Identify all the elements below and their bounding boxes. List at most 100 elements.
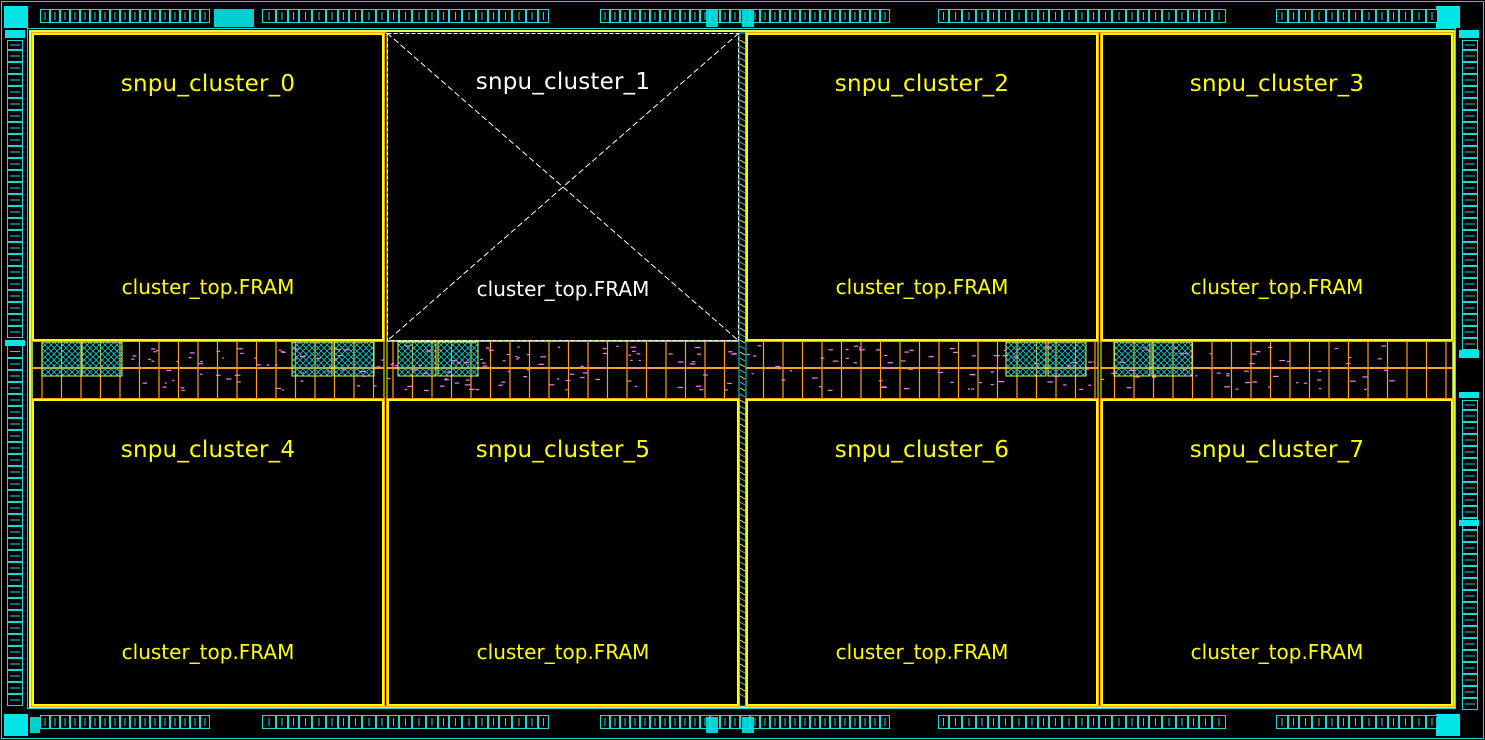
std-cell — [1245, 382, 1251, 384]
std-cell — [148, 358, 151, 360]
channel-wire — [739, 645, 746, 650]
channel-wire — [739, 81, 746, 86]
routing-channel — [738, 32, 747, 707]
hatched-macro — [397, 341, 437, 377]
std-cell — [1286, 360, 1291, 363]
channel-wire — [739, 267, 746, 272]
channel-wire — [739, 279, 746, 284]
std-cell — [602, 367, 608, 369]
std-cell — [731, 353, 737, 355]
std-cell — [326, 370, 329, 372]
std-cell — [387, 377, 391, 380]
std-cell — [464, 384, 471, 386]
std-cell — [1185, 375, 1190, 377]
std-cell — [404, 345, 410, 347]
std-cell — [695, 385, 702, 387]
cluster-name: snpu_cluster_1 — [475, 69, 651, 95]
std-cell — [1174, 347, 1178, 349]
power-pad — [742, 9, 754, 27]
channel-wire — [739, 579, 746, 584]
std-cell — [875, 349, 882, 351]
std-cell — [482, 365, 488, 367]
channel-wire — [739, 651, 746, 656]
channel-wire — [739, 555, 746, 560]
hatched-macro — [1047, 341, 1087, 377]
std-cell — [602, 352, 608, 355]
std-cell — [407, 385, 414, 387]
std-cell — [677, 361, 684, 363]
cluster-reference: cluster_top.FRAM — [1190, 640, 1364, 664]
hatched-macro — [291, 341, 333, 377]
channel-wire — [739, 669, 746, 674]
std-cell — [781, 379, 786, 381]
std-cell — [949, 347, 955, 350]
std-cell — [423, 372, 429, 374]
power-pad — [1459, 350, 1479, 358]
power-pad — [30, 717, 40, 733]
std-cell — [506, 353, 510, 356]
cluster-block-0[interactable]: snpu_cluster_0 cluster_top.FRAM — [32, 33, 384, 341]
cluster-block-5[interactable]: snpu_cluster_5 cluster_top.FRAM — [387, 399, 739, 706]
std-cell — [498, 384, 504, 386]
std-cell — [633, 367, 640, 369]
power-pad — [706, 717, 718, 733]
corner-pad — [4, 6, 28, 28]
std-cell — [1334, 347, 1339, 350]
channel-wire — [739, 171, 746, 176]
power-pad — [1459, 392, 1479, 398]
std-cell — [341, 369, 347, 371]
channel-wire — [739, 51, 746, 56]
channel-wire — [739, 339, 746, 344]
std-cell — [887, 362, 893, 364]
channel-wire — [739, 333, 746, 338]
std-cell — [1268, 346, 1273, 348]
channel-wire — [739, 123, 746, 128]
std-cell — [1135, 376, 1140, 378]
cluster-block-1[interactable]: snpu_cluster_1 cluster_top.FRAM — [387, 33, 739, 341]
hatched-macro — [41, 341, 83, 377]
std-cell — [630, 359, 633, 361]
power-pad — [742, 717, 754, 733]
std-cell — [254, 357, 257, 359]
cluster-block-7[interactable]: snpu_cluster_7 cluster_top.FRAM — [1101, 399, 1453, 706]
std-cell — [908, 368, 914, 370]
std-cell — [937, 371, 944, 374]
std-cell — [316, 357, 321, 359]
cluster-block-3[interactable]: snpu_cluster_3 cluster_top.FRAM — [1101, 33, 1453, 341]
cluster-name: snpu_cluster_4 — [120, 437, 296, 463]
cluster-block-6[interactable]: snpu_cluster_6 cluster_top.FRAM — [746, 399, 1098, 706]
corner-pad — [1436, 6, 1460, 28]
std-cell — [1002, 355, 1009, 357]
cluster-reference: cluster_top.FRAM — [476, 277, 650, 301]
cluster-block-2[interactable]: snpu_cluster_2 cluster_top.FRAM — [746, 33, 1098, 341]
std-cell — [628, 354, 632, 356]
cluster-reference: cluster_top.FRAM — [835, 640, 1009, 664]
std-cell — [394, 365, 399, 367]
channel-wire — [739, 639, 746, 644]
std-cell — [1226, 373, 1230, 375]
std-cell — [439, 349, 442, 351]
std-cell — [1318, 370, 1322, 372]
channel-wire — [739, 345, 746, 350]
std-cell — [488, 349, 494, 351]
std-cell — [299, 356, 306, 358]
channel-wire — [739, 663, 746, 668]
std-cell — [463, 362, 470, 364]
std-cell — [990, 371, 995, 373]
channel-wire — [739, 213, 746, 218]
cluster-reference: cluster_top.FRAM — [476, 640, 650, 664]
std-cell — [343, 349, 350, 351]
channel-wire — [739, 459, 746, 464]
cluster-block-4[interactable]: snpu_cluster_4 cluster_top.FRAM — [32, 399, 384, 706]
channel-wire — [739, 477, 746, 482]
channel-wire — [739, 657, 746, 662]
channel-wire — [739, 357, 746, 362]
std-cell — [1249, 362, 1255, 365]
std-cell — [557, 346, 561, 348]
std-cell — [1303, 382, 1308, 384]
std-cell — [376, 366, 381, 368]
std-cell — [1151, 376, 1156, 378]
